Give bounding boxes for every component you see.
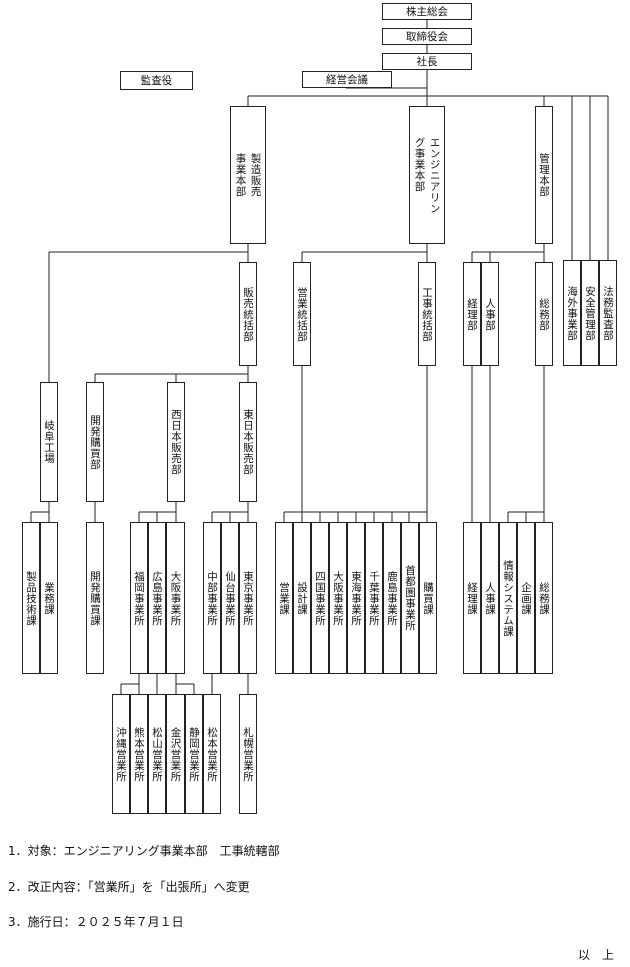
- kashima-office-box: 鹿島事業所: [383, 522, 401, 674]
- safety-management-box: 安全管理部: [581, 260, 599, 366]
- dev-purchase-dept-box: 開発購買部: [86, 382, 104, 502]
- sendai-office-box: 仙台事業所: [221, 522, 239, 674]
- sapporo-sales-office-box: 札幌営業所: [239, 694, 257, 814]
- hr-dept-box: 人事部: [481, 262, 499, 366]
- legal-audit-box: 法務監査部: [599, 260, 617, 366]
- eigyo-section-box: 営業課: [275, 522, 293, 674]
- chiba-office-box: 千葉事業所: [365, 522, 383, 674]
- purchasing-section-box: 購買課: [419, 522, 437, 674]
- west-japan-sales-box: 西日本販売部: [167, 382, 185, 502]
- manufacturing-sales-hq-box: 製造販売事業本部: [230, 106, 266, 244]
- eigyo-control-dept-box: 営業統括部: [293, 262, 311, 366]
- note-revision-content: 2．改正内容：「営業所」を「出張所」へ変更: [8, 880, 250, 894]
- administration-hq-box: 管理本部: [535, 106, 553, 244]
- matsuyama-sales-office-box: 松山営業所: [148, 694, 166, 814]
- info-systems-section-box: 情報システム課: [499, 522, 517, 674]
- kumamoto-sales-office-box: 熊本営業所: [130, 694, 148, 814]
- east-japan-sales-box: 東日本販売部: [239, 382, 257, 502]
- dev-purchase-section-box: 開発購買課: [86, 522, 104, 674]
- tokai-office-box: 東海事業所: [347, 522, 365, 674]
- general-affairs-dept-box: 総務部: [535, 262, 553, 366]
- overseas-business-box: 海外事業部: [563, 260, 581, 366]
- accounting-dept-box: 経理部: [463, 262, 481, 366]
- fukuoka-office-box: 福岡事業所: [130, 522, 148, 674]
- closing-mark: 以 上: [578, 948, 615, 962]
- kanazawa-sales-office-box: 金沢営業所: [166, 694, 185, 814]
- okinawa-sales-office-box: 沖縄営業所: [112, 694, 130, 814]
- shareholders-meeting-box: 株主総会: [382, 3, 472, 20]
- board-of-directors-box: 取締役会: [382, 28, 472, 45]
- shikoku-office-box: 四国事業所: [311, 522, 329, 674]
- hiroshima-office-box: 広島事業所: [148, 522, 166, 674]
- gifu-factory-box: 岐阜工場: [40, 382, 58, 502]
- product-tech-section-box: 製品技術課: [22, 522, 40, 674]
- koji-control-dept-box: 工事統括部: [418, 262, 436, 366]
- matsumoto-sales-office-box: 松本営業所: [203, 694, 221, 814]
- accounting-section-box: 経理課: [463, 522, 481, 674]
- auditor-box: 監査役: [120, 71, 193, 90]
- general-affairs-section-box: 総務課: [535, 522, 553, 674]
- note-target: 1．対象：エンジニアリング事業本部 工事統轄部: [8, 844, 280, 858]
- osaka-office-box: 大阪事業所: [166, 522, 185, 674]
- engineering-hq-box: エンジニアリング事業本部: [409, 106, 445, 244]
- chubu-office-box: 中部事業所: [203, 522, 221, 674]
- tokyo-office-box: 東京事業所: [239, 522, 257, 674]
- note-effective-date: 3．施行日：２０２５年７月１日: [8, 915, 184, 929]
- planning-section-box: 企画課: [517, 522, 535, 674]
- business-section-box: 業務課: [40, 522, 58, 674]
- shutoken-office-box: 首都圏事業所: [401, 522, 419, 674]
- design-section-box: 設計課: [293, 522, 311, 674]
- management-meeting-box: 経営会議: [302, 71, 392, 88]
- president-box: 社長: [382, 53, 472, 70]
- hr-section-box: 人事課: [481, 522, 499, 674]
- shizuoka-sales-office-box: 静岡営業所: [185, 694, 203, 814]
- sales-control-dept-box: 販売統括部: [239, 262, 257, 366]
- osaka-office-2-box: 大阪事業所: [329, 522, 347, 674]
